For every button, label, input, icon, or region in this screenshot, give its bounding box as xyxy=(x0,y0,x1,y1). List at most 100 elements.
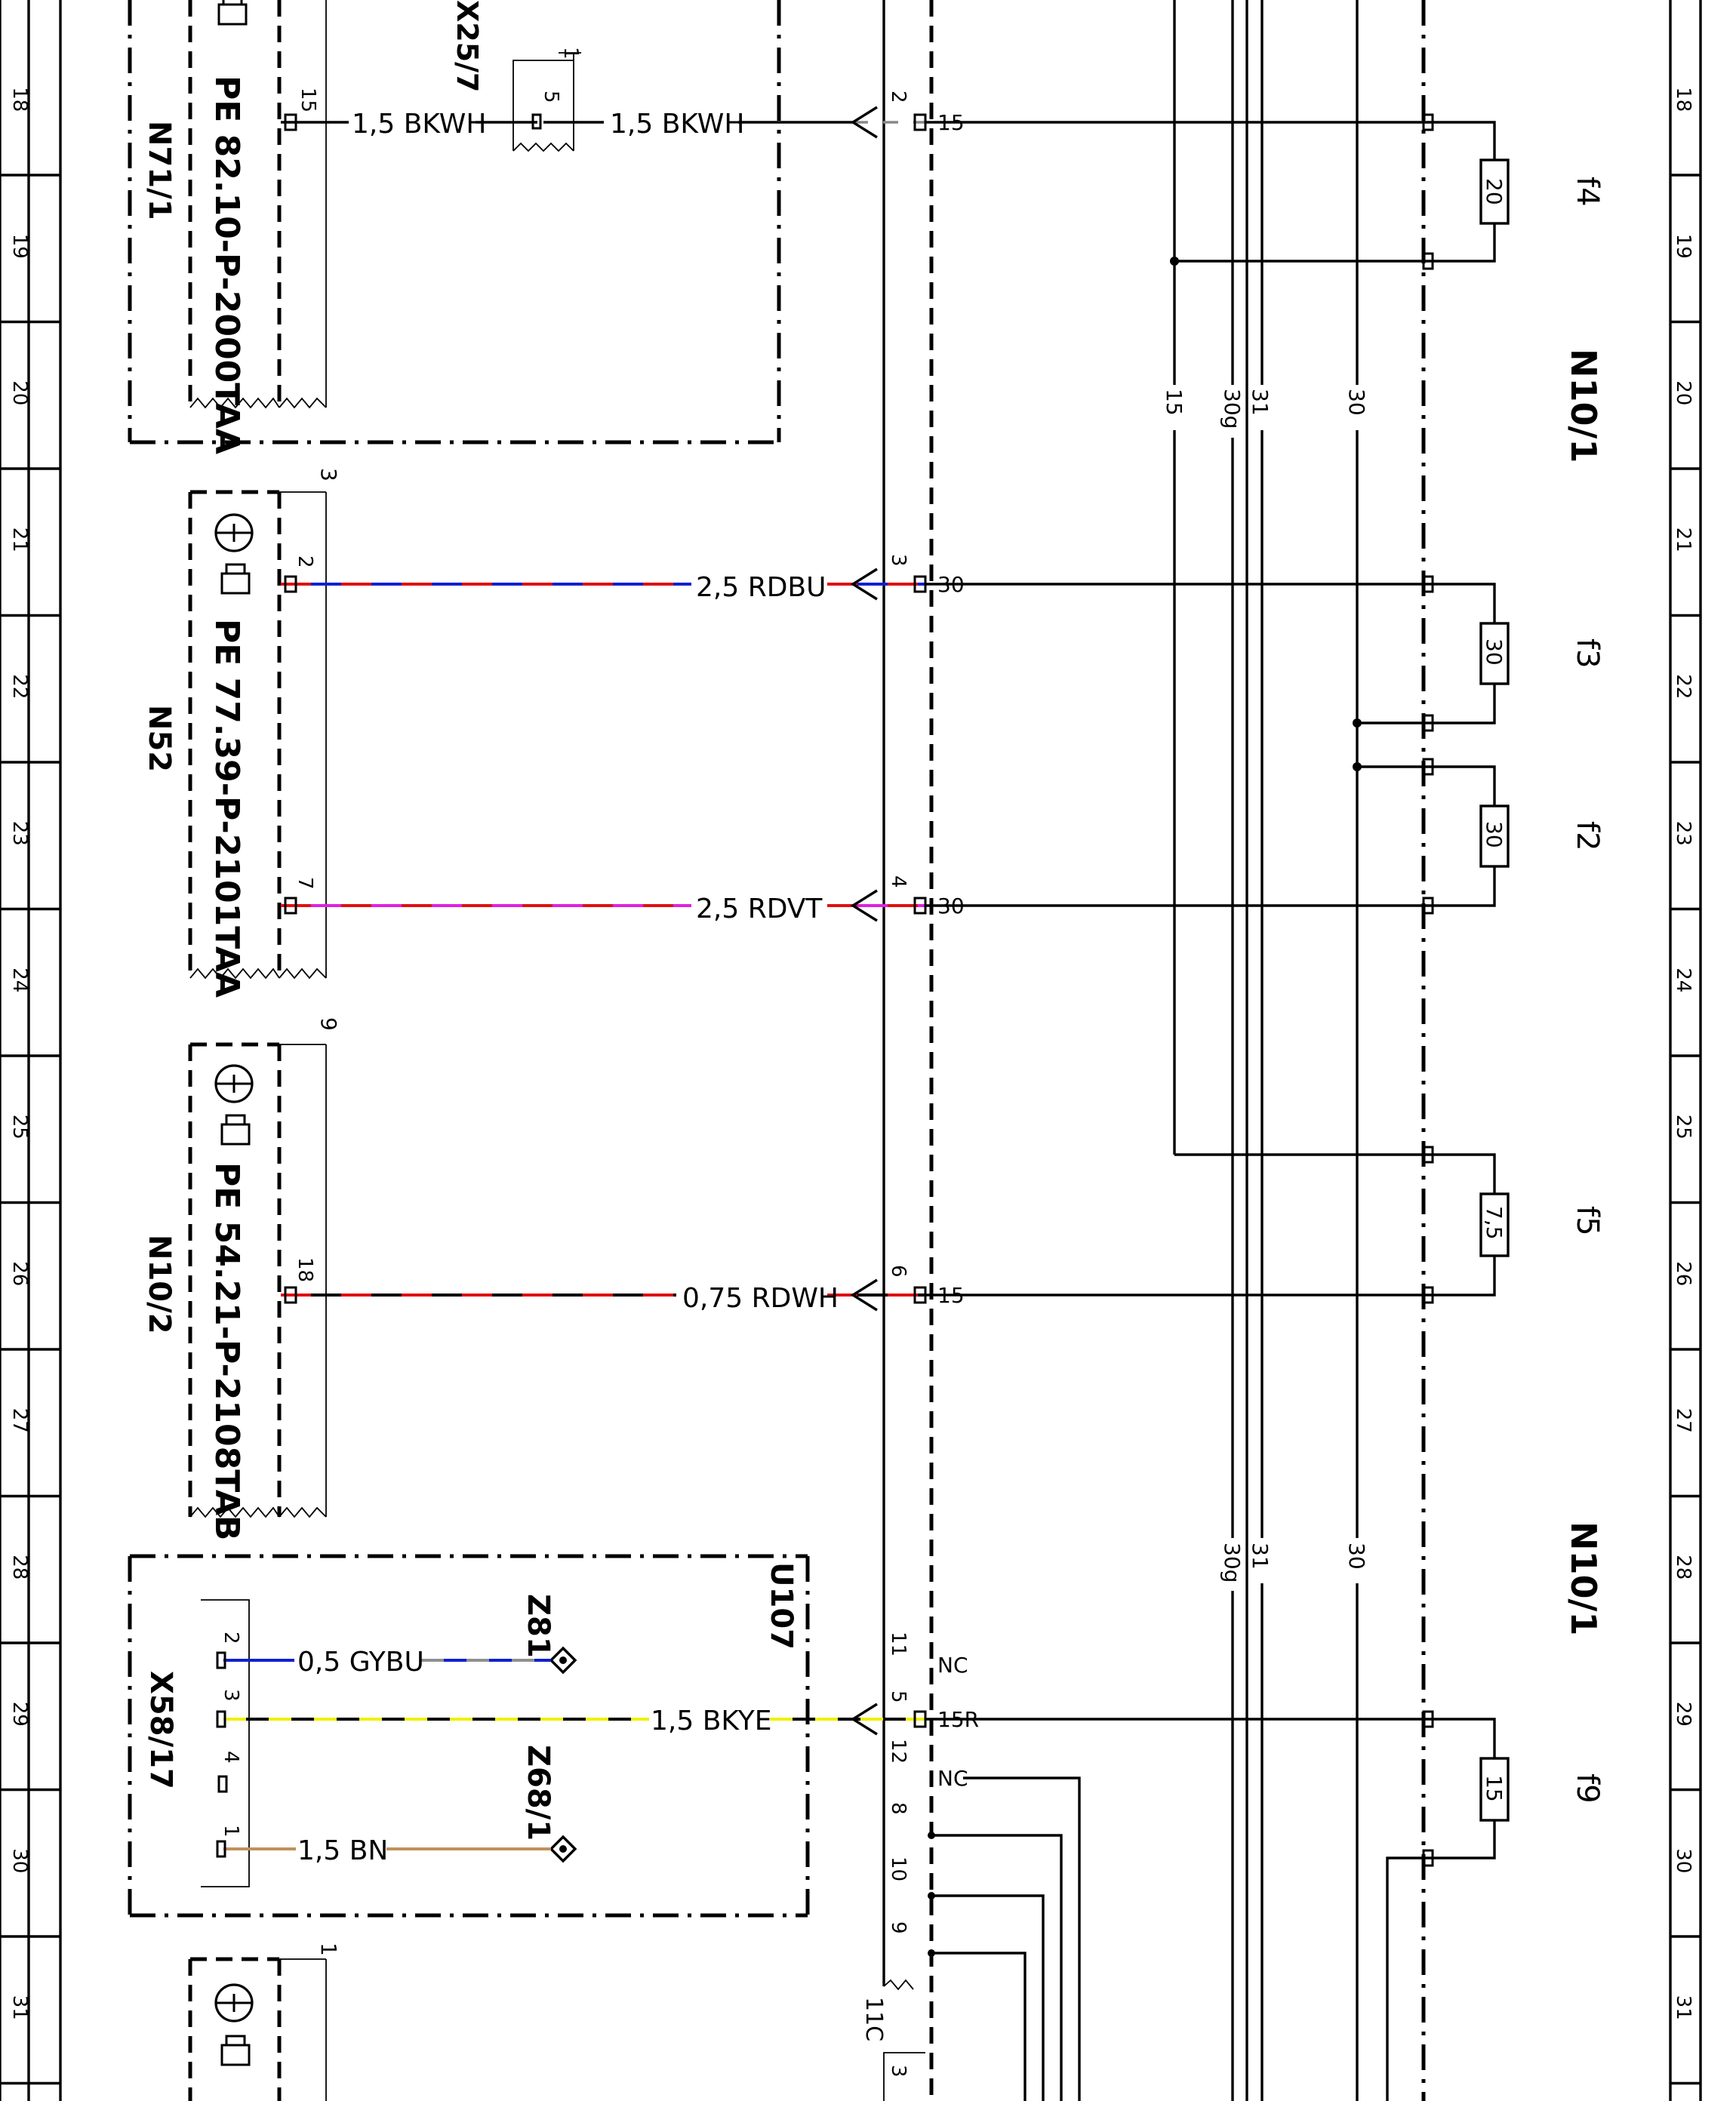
component-label-n10-1-bottom: N10/1 xyxy=(1563,1521,1604,1635)
grid-number: 24 xyxy=(1672,967,1694,992)
part-ref-n71-1: PE 82.10-P-2000TAA xyxy=(208,75,246,454)
x25-7-connector: 1 5 xyxy=(512,47,582,152)
n71-pin-15: 15 xyxy=(297,88,319,112)
x25-pin-5: 5 xyxy=(540,91,562,103)
wire-label-1-5-bn: 1,5 BN xyxy=(297,1835,388,1866)
x25-pin-1: 1 xyxy=(559,47,582,60)
component-label-n71-1: N71/1 xyxy=(142,121,177,220)
bus-pin-8: 8 xyxy=(887,1802,910,1815)
n52-pin-2: 2 xyxy=(294,555,316,568)
bottom-bus-stubs: 8 10 9 11C 3 xyxy=(860,1776,1081,2101)
grid-number: 28 xyxy=(1672,1555,1694,1580)
grid-number: 30 xyxy=(1672,1848,1694,1873)
fuse-pin-mark xyxy=(1422,897,1434,915)
component-label-n52: N52 xyxy=(142,705,177,772)
transistor-icon xyxy=(214,513,254,552)
fuse-pin-mark xyxy=(1422,758,1434,776)
n10-2-connector-number: 9 xyxy=(316,1017,341,1031)
bus-label-31-top: 31 xyxy=(1248,389,1273,416)
connector-arrows xyxy=(850,106,878,1736)
bus-pin-2: 2 xyxy=(887,91,910,103)
grid-number: 21 xyxy=(1672,528,1694,552)
fuse-f4-label: f4 xyxy=(1570,177,1605,207)
grid-number: 22 xyxy=(8,674,31,699)
bus-pin-3: 3 xyxy=(887,554,910,567)
splice-z68-icon xyxy=(549,1835,577,1863)
grid-number: 29 xyxy=(1672,1702,1694,1727)
fuse-f3-label: f3 xyxy=(1570,638,1605,669)
document-hand-icon xyxy=(220,1114,251,1146)
wire-label-1-5-bkye: 1,5 BKYE xyxy=(651,1706,771,1736)
grid-number: 30 xyxy=(8,1848,31,1873)
n52-connector-number: 3 xyxy=(316,468,341,481)
grid-number: 27 xyxy=(1672,1408,1694,1433)
component-label-z68-1: Z68/1 xyxy=(521,1745,556,1841)
bus-pin-11: 11 xyxy=(887,1632,910,1656)
grid-number: 27 xyxy=(8,1408,31,1433)
grid-number: 29 xyxy=(8,1702,31,1727)
grid-number: 23 xyxy=(8,821,31,846)
bus-pin-12: 12 xyxy=(887,1739,910,1764)
component-label-n10-1-top: N10/1 xyxy=(1563,349,1604,463)
bus-label-15-top: 15 xyxy=(1162,389,1187,416)
grid-number: 23 xyxy=(1672,821,1694,846)
grid-number: 22 xyxy=(1672,674,1694,699)
grid-number: 26 xyxy=(1672,1261,1694,1286)
fuse-pin-mark xyxy=(1422,113,1434,131)
fuse-f5 xyxy=(1479,1192,1510,1257)
x58-pin-3: 3 xyxy=(220,1689,242,1702)
component-label-u107: U107 xyxy=(764,1562,799,1650)
fuse-pin-mark xyxy=(1422,575,1434,593)
document-hand-icon xyxy=(220,563,251,595)
wire-row-23: 2,5 RDVT 4 30 xyxy=(281,875,1424,924)
wire-row-26: 0,75 RDWH 6 15 xyxy=(281,1265,1424,1314)
fuse-f2-rating: 30 xyxy=(1482,821,1507,848)
grid-number: 20 xyxy=(8,380,31,405)
terminal-nc-1: NC xyxy=(937,1653,968,1678)
x58-pin-2: 2 xyxy=(220,1632,242,1644)
fuse-pin-mark xyxy=(1422,1286,1434,1304)
fuse-f9 xyxy=(1479,1757,1510,1822)
bus-pin-10: 10 xyxy=(887,1856,910,1881)
fuse-f5-rating: 7,5 xyxy=(1482,1206,1507,1240)
bus-label-31-bottom: 31 xyxy=(1248,1543,1273,1570)
n52-pin-7: 7 xyxy=(294,877,316,890)
part-ref-n10-2: PE 54.21-P-2108TAB xyxy=(208,1162,246,1540)
grid-number: 21 xyxy=(8,528,31,552)
component-label-n10-2: N10/2 xyxy=(142,1235,177,1334)
bus-pin-5: 5 xyxy=(887,1690,910,1703)
grid-number: 25 xyxy=(1672,1115,1694,1140)
grid-number: 28 xyxy=(8,1555,31,1580)
grid-number: 18 xyxy=(8,87,31,112)
bus-pin-3b: 3 xyxy=(887,2065,910,2078)
fuse-f2-label: f2 xyxy=(1570,821,1605,851)
fuse-pin-mark xyxy=(1422,1710,1434,1728)
fuse-pin-mark xyxy=(1422,1146,1434,1164)
grid-number: 26 xyxy=(8,1261,31,1286)
grid-number: 24 xyxy=(8,967,31,992)
x58-pin-1: 1 xyxy=(220,1825,242,1838)
grid-number: 19 xyxy=(1672,234,1694,259)
component-label-x58-17: X58/17 xyxy=(143,1671,178,1789)
grid-number: 31 xyxy=(8,1995,31,2020)
grid-number: 25 xyxy=(8,1115,31,1140)
fuse-pin-mark xyxy=(1422,714,1434,732)
bus-label-30-top: 30 xyxy=(1344,389,1369,416)
fuse-pin-mark xyxy=(1422,1849,1434,1867)
x58-pin-4: 4 xyxy=(220,1751,242,1764)
wire-label-2-5-rdvt: 2,5 RDVT xyxy=(696,894,823,924)
grid-number: 18 xyxy=(1672,87,1694,112)
terminal-nc-2: NC xyxy=(937,1766,968,1791)
fuse-f4-rating: 20 xyxy=(1482,178,1507,205)
fuse-f9-rating: 15 xyxy=(1482,1775,1507,1802)
u107-block: U107 X58/17 2 3 4 1 Z81 Z68/1 xyxy=(128,1554,810,1918)
grid-number: 31 xyxy=(1672,1995,1694,2020)
bus-pin-9: 9 xyxy=(887,1921,910,1934)
bus-label-30-bottom: 30 xyxy=(1344,1543,1369,1570)
wire-row-21: 2,5 RDBU 3 30 xyxy=(281,554,1424,603)
bus-label-30g-top: 30g xyxy=(1220,389,1245,429)
fuse-f2 xyxy=(1479,804,1510,868)
